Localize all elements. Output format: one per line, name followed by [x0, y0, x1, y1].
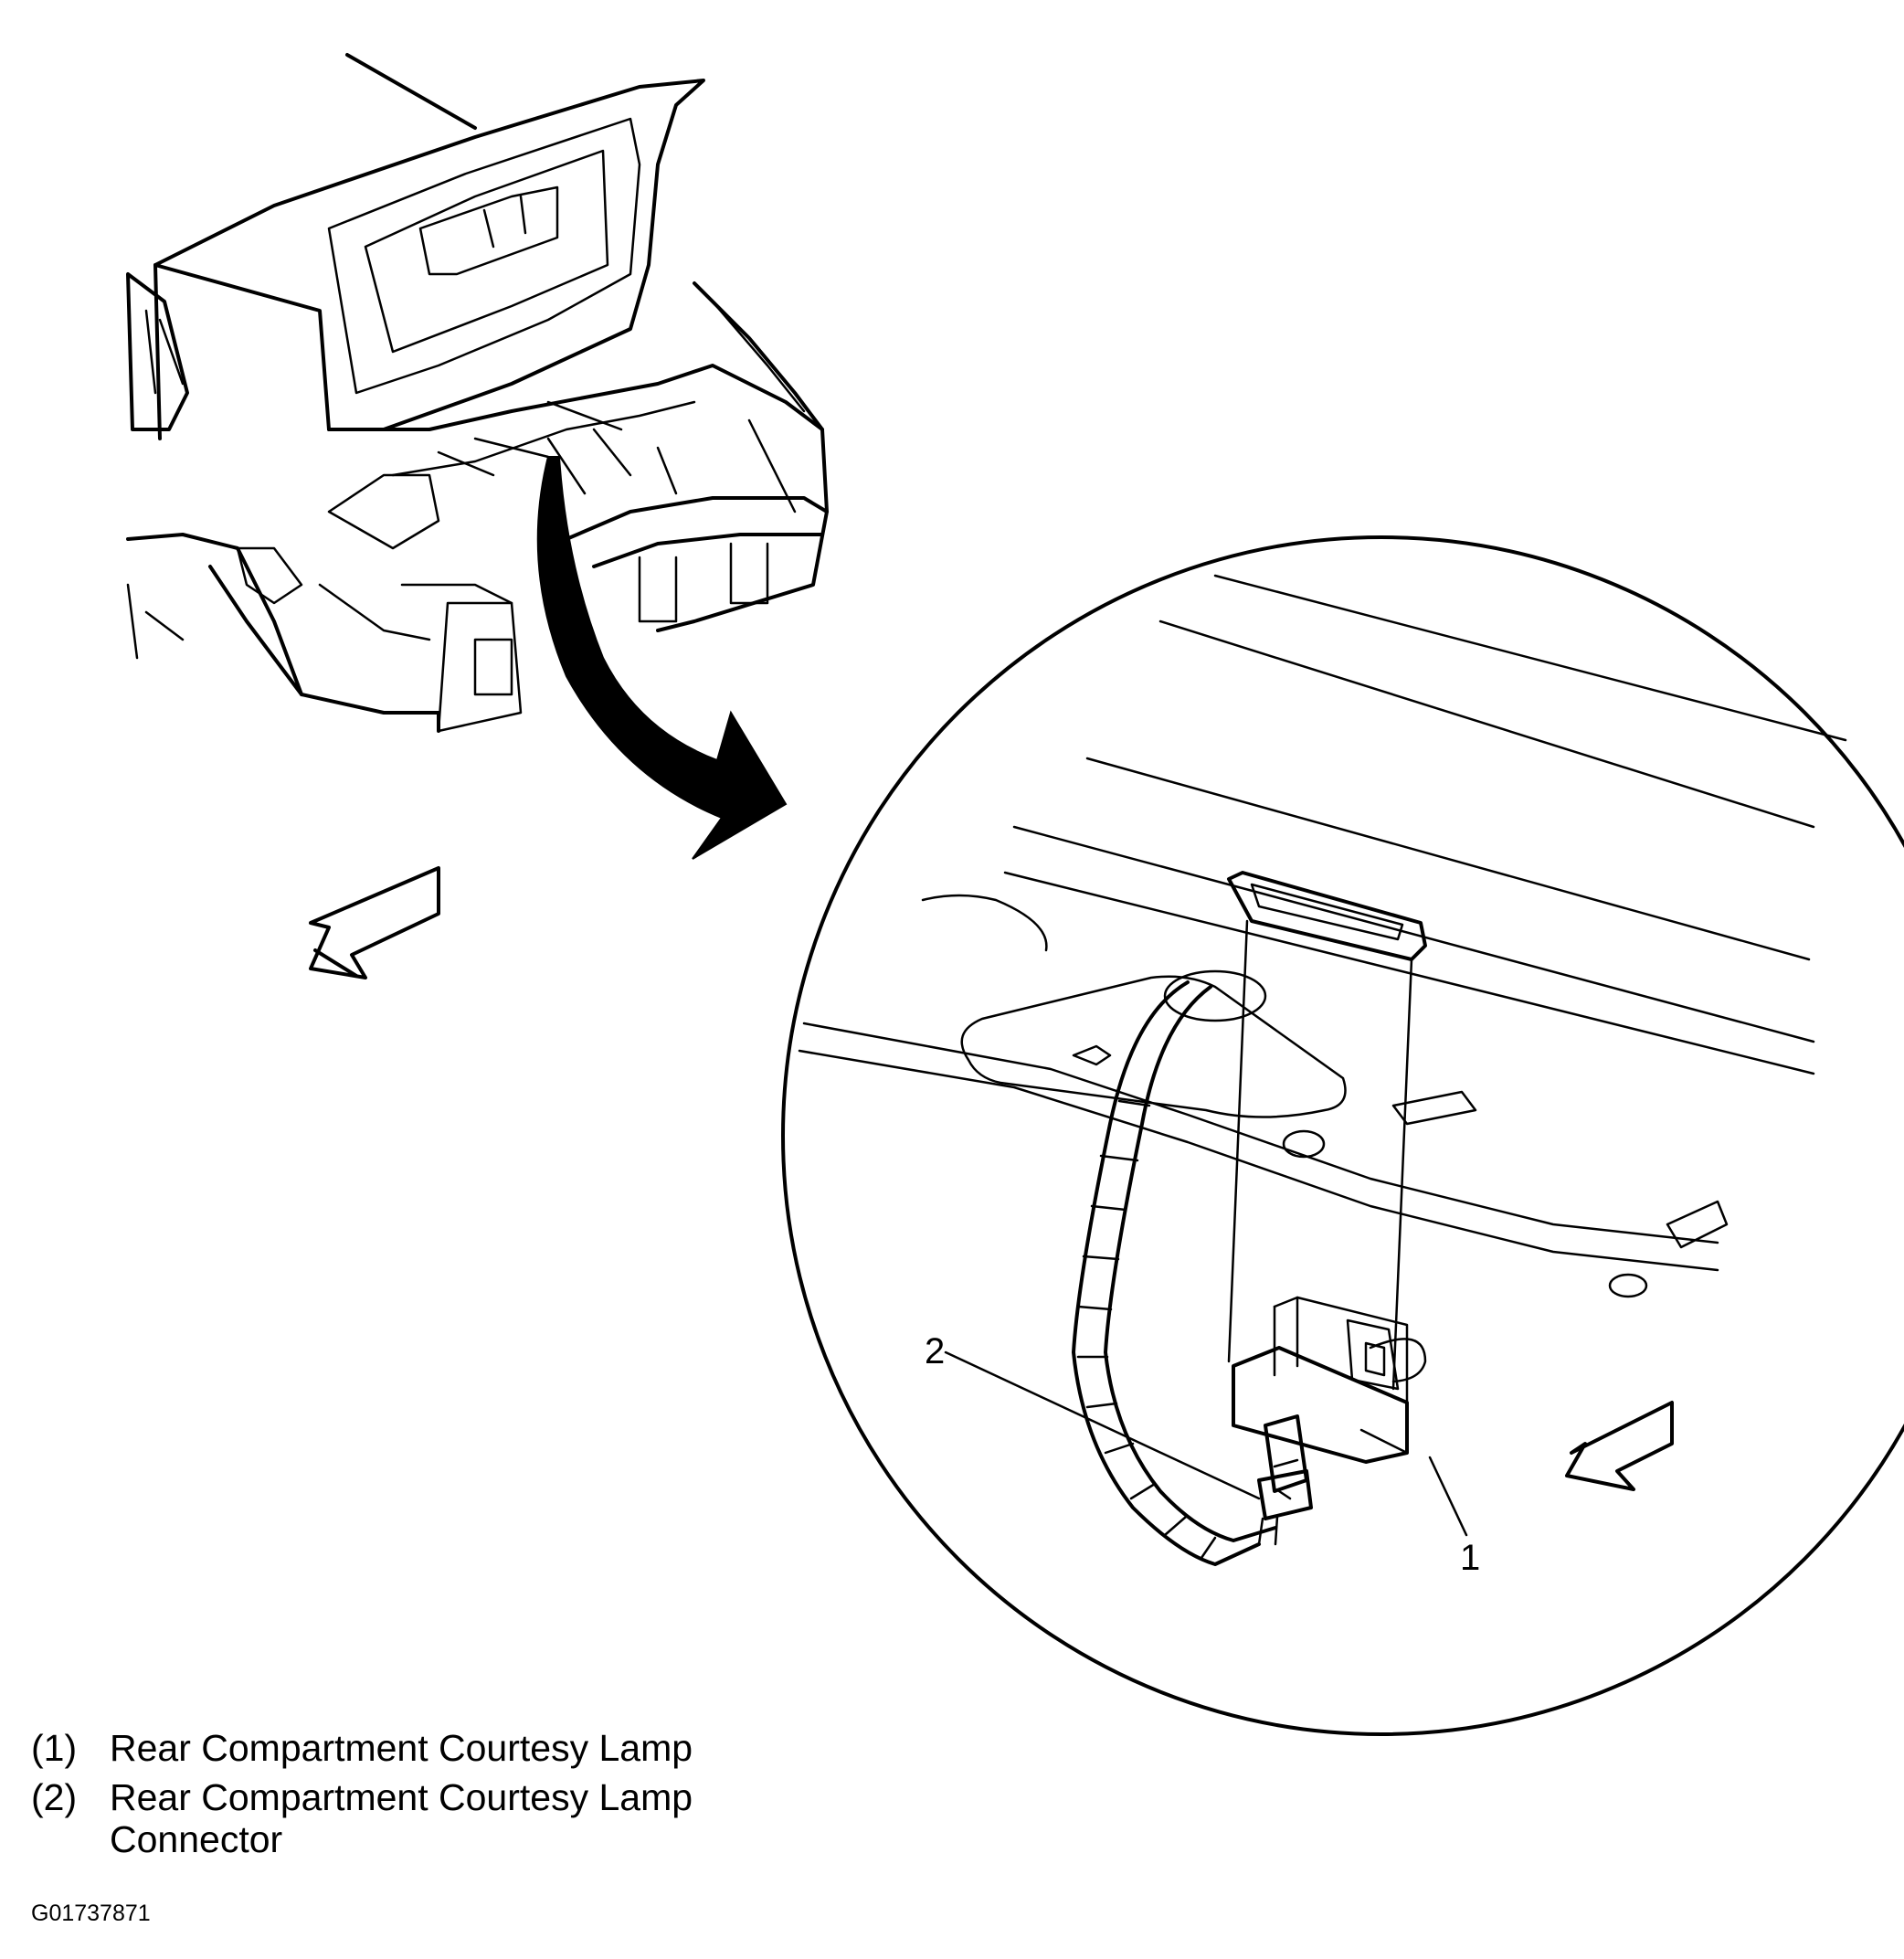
legend-item-number: (1)	[31, 1727, 78, 1769]
front-direction-arrow-icon	[309, 866, 440, 980]
legend-item-text: Rear Compartment Courtesy Lamp Connector	[110, 1776, 693, 1860]
zoom-arrow-icon	[536, 456, 788, 860]
legend: (1) Rear Compartment Courtesy Lamp (2) R…	[31, 1727, 853, 1868]
callout-2-label: 2	[925, 1331, 945, 1371]
callout-2-leader	[944, 1350, 1261, 1500]
callout-1-leader	[1428, 1456, 1468, 1537]
figure-id: G01737871	[31, 1901, 151, 1926]
callout-1-label: 1	[1460, 1538, 1480, 1578]
legend-item: (1) Rear Compartment Courtesy Lamp	[31, 1727, 853, 1769]
legend-item-text: Rear Compartment Courtesy Lamp	[110, 1727, 693, 1769]
vehicle-rear-overview	[126, 53, 829, 733]
legend-item-number: (2)	[31, 1776, 78, 1818]
detail-view	[781, 535, 1904, 1736]
legend-item: (2) Rear Compartment Courtesy Lamp Conne…	[31, 1776, 853, 1860]
